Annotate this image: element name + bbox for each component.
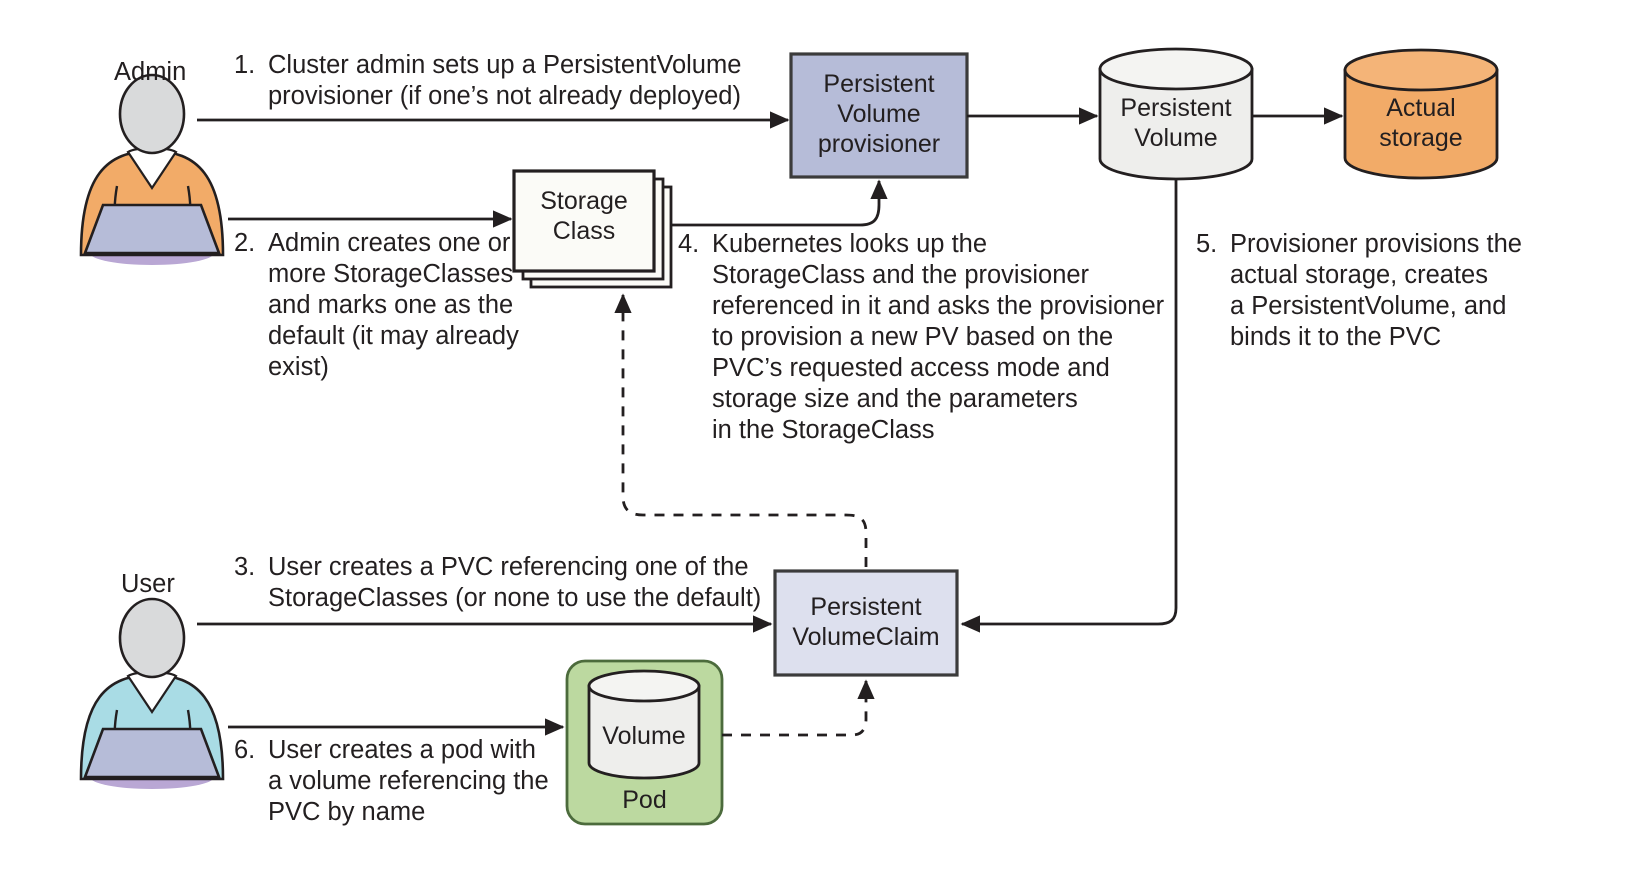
storage-class-node — [512, 169, 673, 289]
admin-avatar — [79, 73, 225, 265]
step-2-body: Admin creates one or more StorageClasses… — [268, 229, 519, 381]
step-6-number: 6. — [234, 736, 256, 764]
user-label: User — [121, 570, 175, 598]
persistent-volume-label: Persistent Volume — [1120, 94, 1232, 152]
step-5-number: 5. — [1196, 230, 1218, 258]
step-5-body: Provisioner provisions the actual storag… — [1230, 230, 1522, 351]
volume-label: Volume — [602, 722, 686, 750]
pod-label: Pod — [622, 786, 667, 814]
pv-provisioner-box — [789, 52, 969, 179]
actual-storage-label: Actual storage — [1379, 94, 1463, 152]
pvc-label: Persistent VolumeClaim — [792, 593, 940, 651]
user-avatar — [79, 597, 225, 789]
step-2-number: 2. — [234, 229, 256, 257]
persistent-volume-cylinder — [1098, 47, 1254, 181]
pv-provisioner-label: Persistent Volume provisioner — [817, 70, 941, 158]
connector-pv-to-pvc — [960, 178, 1178, 633]
step-6-text: 6. User creates a pod with a volume refe… — [234, 735, 549, 828]
step-4-number: 4. — [678, 230, 700, 258]
step-4-text: 4. Kubernetes looks up the StorageClass … — [678, 229, 1164, 446]
step-5-text: 5. Provisioner provisions the actual sto… — [1196, 229, 1522, 353]
connector-pvc-to-storageclass — [614, 293, 868, 567]
connector-storageclass-to-provisioner — [672, 179, 888, 227]
step-3-body: User creates a PVC referencing one of th… — [268, 553, 762, 612]
connector-volume-to-pvc — [722, 679, 875, 737]
volume-cylinder — [587, 669, 701, 780]
step-4-body: Kubernetes looks up the StorageClass and… — [712, 230, 1165, 444]
actual-storage-cylinder — [1343, 48, 1499, 180]
step-1-text: 1. Cluster admin sets up a PersistentVol… — [234, 50, 741, 112]
step-1-body: Cluster admin sets up a PersistentVolume… — [268, 51, 742, 110]
step-1-number: 1. — [234, 51, 256, 79]
admin-label: Admin — [114, 58, 187, 86]
step-3-text: 3. User creates a PVC referencing one of… — [234, 552, 761, 614]
step-2-text: 2. Admin creates one or more StorageClas… — [234, 228, 519, 383]
pvc-box — [773, 569, 959, 677]
step-3-number: 3. — [234, 553, 256, 581]
storage-class-label: Storage Class — [540, 187, 628, 245]
pod-node — [565, 659, 724, 826]
step-6-body: User creates a pod with a volume referen… — [268, 736, 549, 826]
